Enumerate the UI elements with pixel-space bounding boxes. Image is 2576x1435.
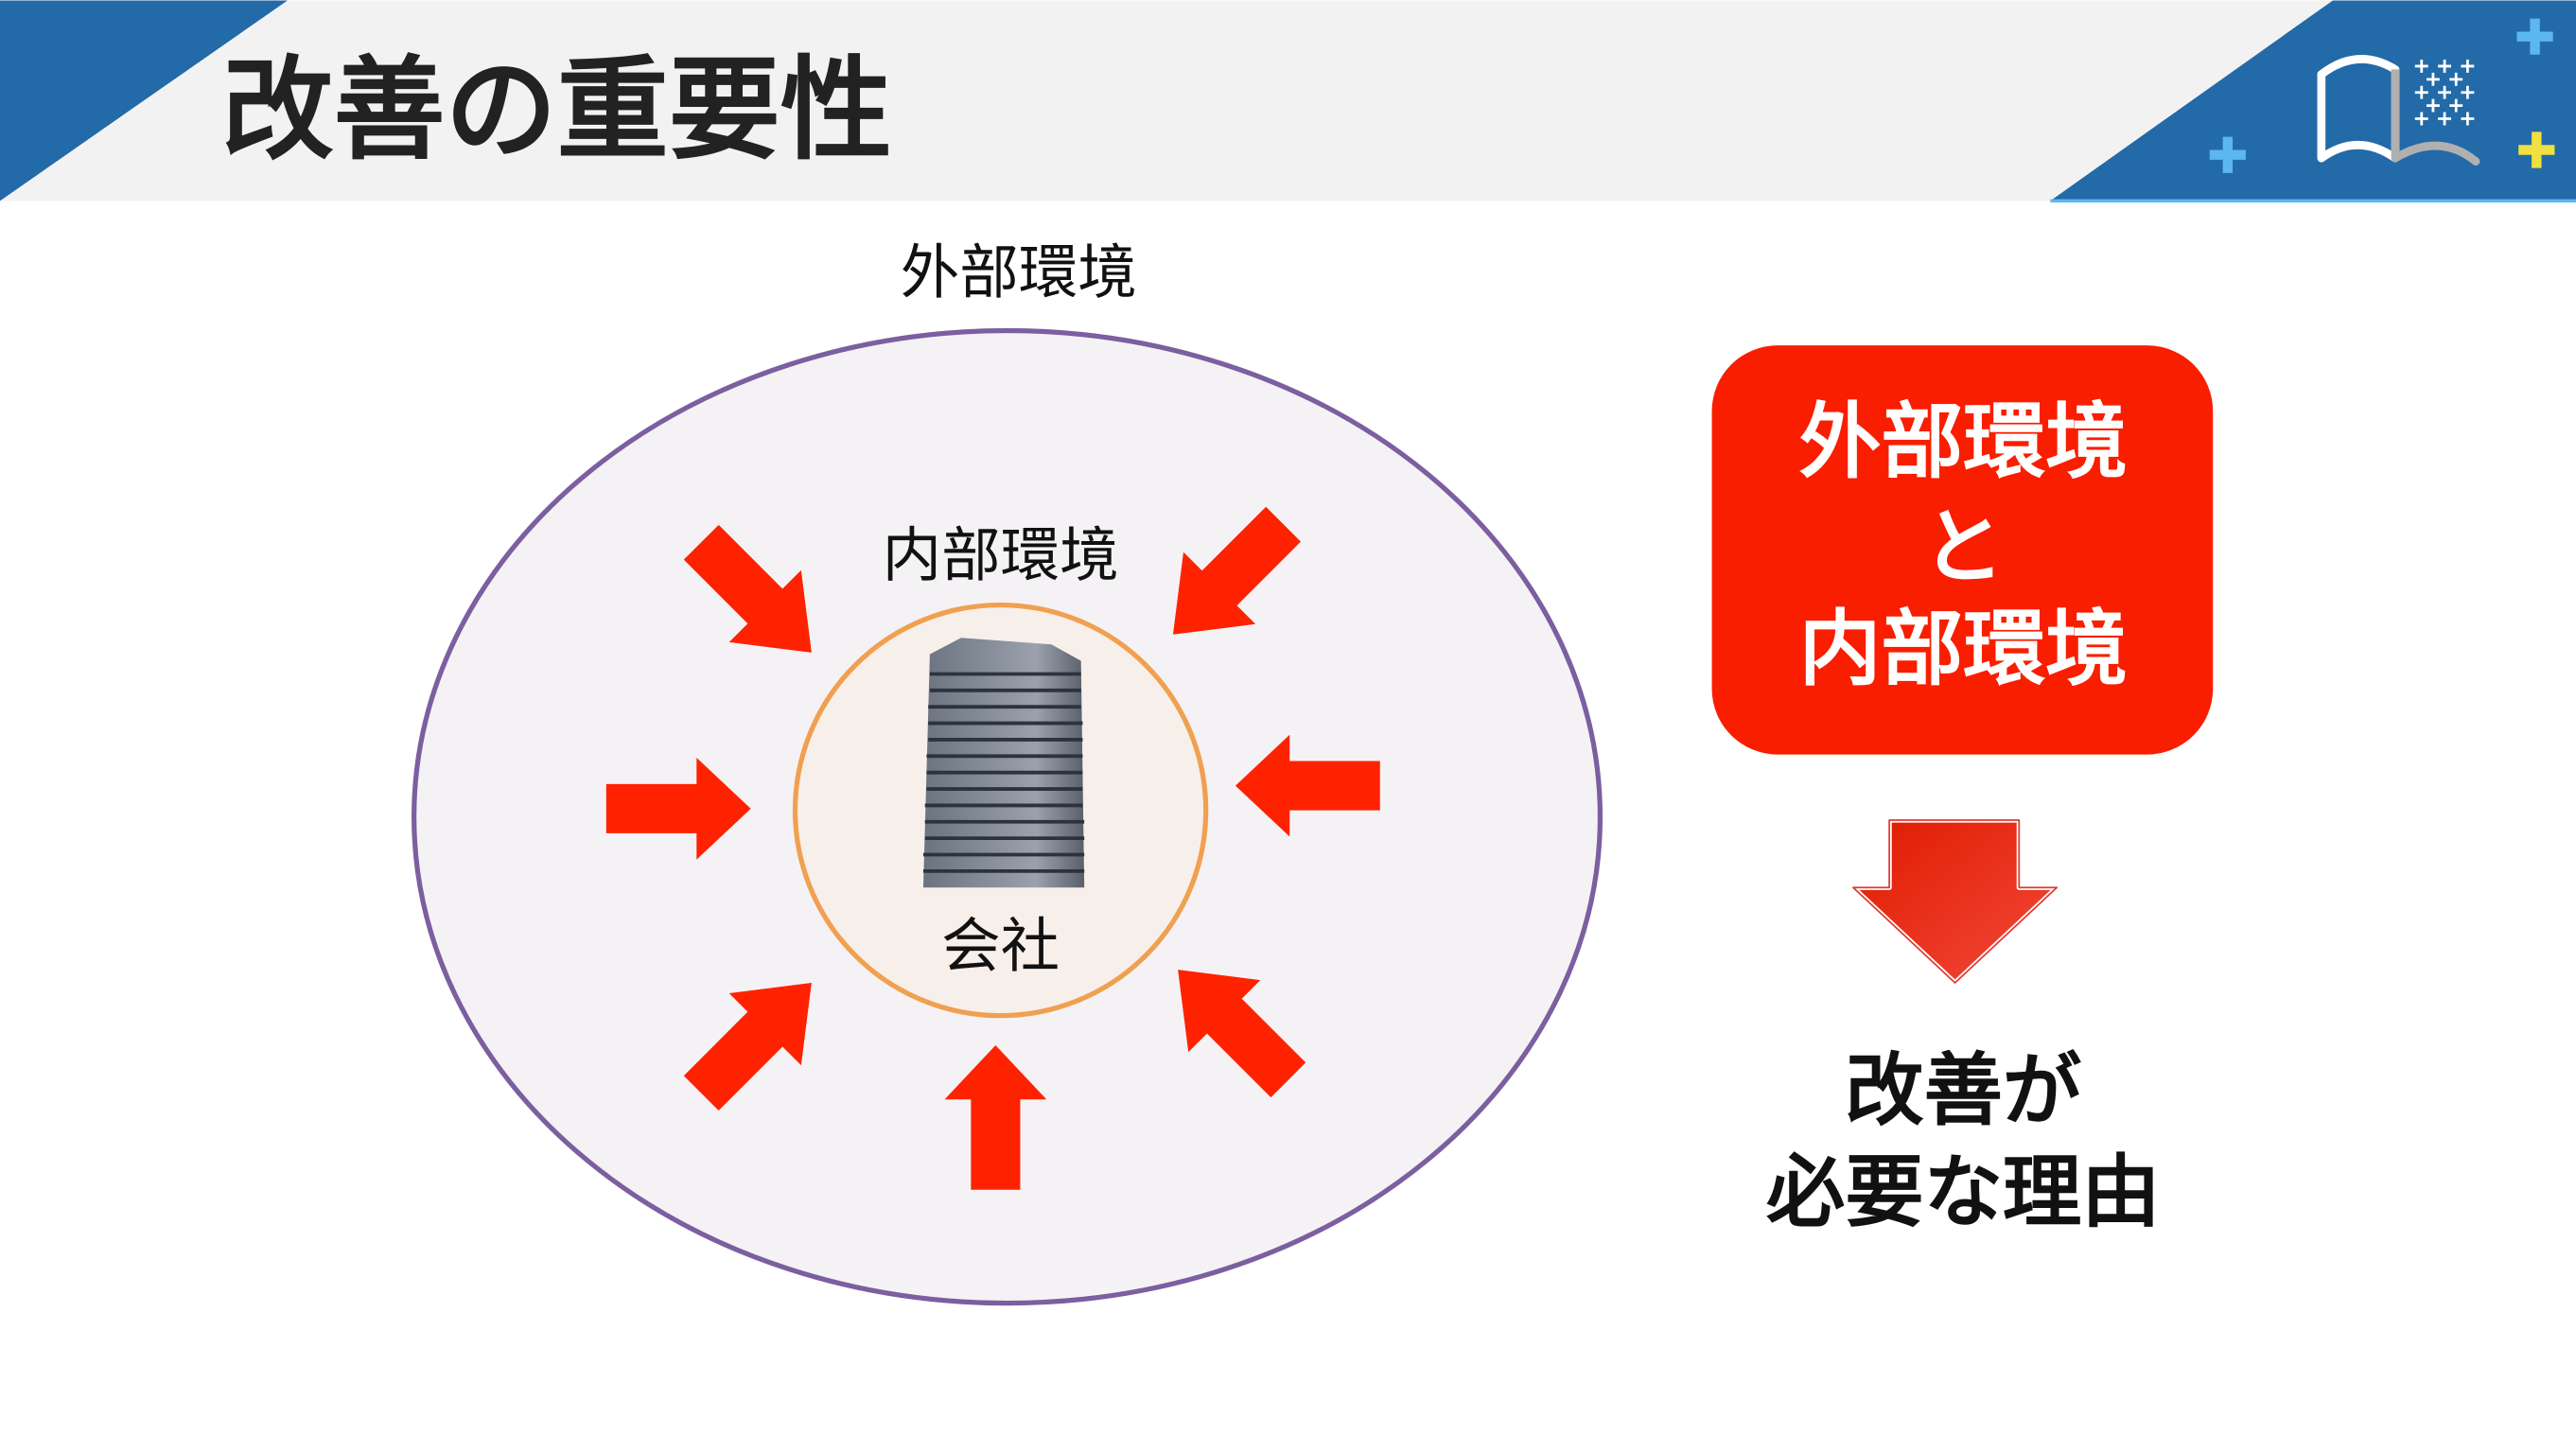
book-icon (2317, 55, 2480, 166)
arrow-up-icon (944, 1044, 1047, 1190)
inner-environment-label: 内部環境 (883, 520, 1119, 589)
callout-line-1: 外部環境 (1799, 394, 2128, 490)
arrow-down-right-icon (683, 524, 812, 653)
conclusion-line-2: 必要な理由 (1766, 1146, 2161, 1238)
arrow-down-left-icon (1172, 506, 1302, 635)
plus-icon (2518, 131, 2555, 168)
down-arrow-icon (1850, 817, 2059, 986)
environment-callout: 外部環境 と 内部環境 (1711, 345, 2214, 755)
arrow-up-right-icon (683, 982, 812, 1111)
outer-environment-label: 外部環境 (901, 238, 1137, 307)
building-icon (922, 638, 1085, 888)
conclusion-line-1: 改善が (1845, 1044, 2081, 1136)
callout-line-2: と (1922, 499, 2005, 595)
company-label: 会社 (941, 912, 1060, 981)
environment-diagram: 外部環境 内部環境 会社 (412, 238, 1603, 1306)
arrow-left-icon (1235, 734, 1380, 837)
arrow-right-icon (605, 758, 751, 860)
callout-line-3: 内部環境 (1799, 602, 2128, 697)
page-title: 改善の重要性 (221, 44, 891, 175)
plus-icon (2516, 18, 2553, 55)
header: 改善の重要性 (0, 0, 2576, 203)
plus-icon (2209, 136, 2246, 173)
arrow-up-left-icon (1178, 970, 1306, 1098)
